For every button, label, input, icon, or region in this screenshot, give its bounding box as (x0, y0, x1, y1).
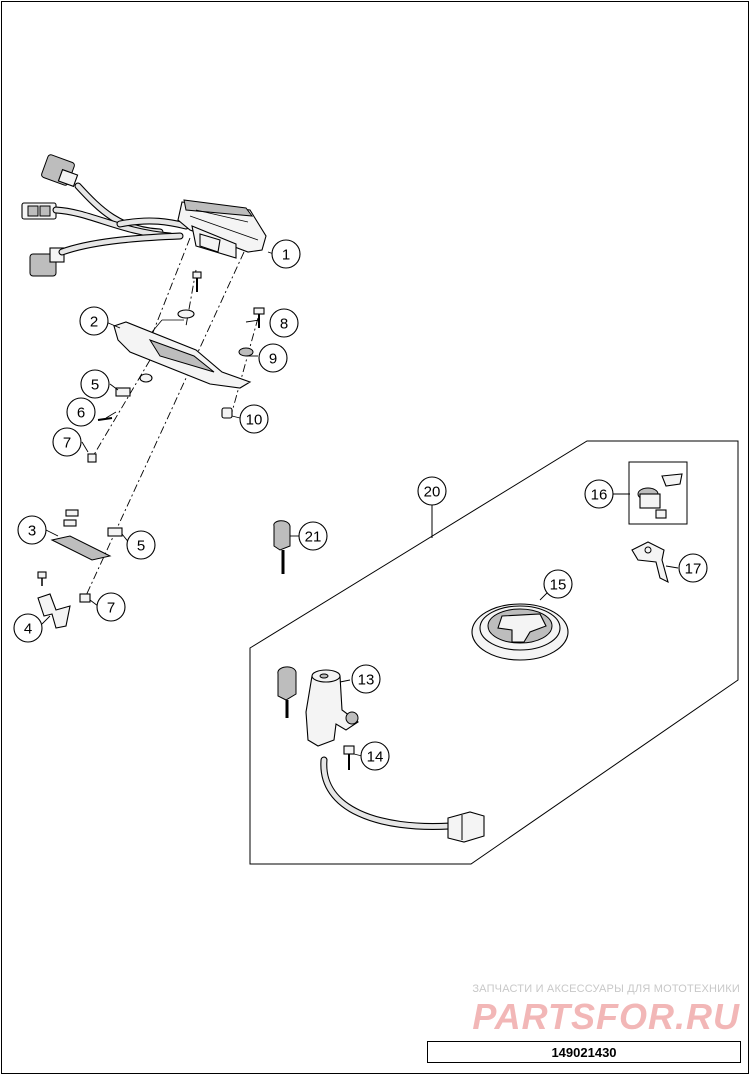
callout-label: 21 (305, 529, 322, 546)
screw-8 (253, 307, 265, 328)
callout-circle (417, 476, 447, 506)
ignition-switch-13 (277, 666, 485, 843)
callout-17: 17 (678, 553, 708, 583)
screw-14 (343, 745, 355, 770)
callout-circle (360, 741, 390, 771)
callout-1: 1 (271, 239, 301, 269)
callout-label: 2 (90, 314, 98, 331)
callout-15: 15 (543, 569, 573, 599)
callout-label: 5 (137, 538, 145, 555)
callout-label: 16 (591, 487, 608, 504)
callout-label: 4 (24, 621, 32, 638)
callout-circle (66, 397, 96, 427)
callout-circle (584, 479, 614, 509)
callout-label: 17 (685, 561, 702, 578)
callout-20: 20 (417, 476, 447, 506)
callout-circle (678, 553, 708, 583)
callout-8: 8 (269, 308, 299, 338)
callout-label: 1 (282, 247, 290, 264)
washer-6 (97, 417, 113, 421)
callout-label: 13 (358, 672, 375, 689)
lock-insert-16 (628, 461, 688, 525)
washer-9 (238, 347, 254, 357)
mounting-plate-3 (50, 509, 112, 561)
callout-circle (80, 369, 110, 399)
callout-14: 14 (360, 741, 390, 771)
callout-circle (258, 343, 288, 373)
callout-circle (13, 613, 43, 643)
callout-label: 5 (91, 377, 99, 394)
callout-3: 3 (17, 515, 47, 545)
screw-7-upper (87, 453, 97, 463)
grommet-10 (221, 407, 233, 419)
callout-circle (298, 521, 328, 551)
callout-7: 7 (96, 592, 126, 622)
spacer-5-lower (107, 527, 123, 537)
callout-label: 7 (107, 600, 115, 617)
callout-5: 5 (126, 530, 156, 560)
screw-upper (192, 271, 202, 292)
callout-13: 13 (351, 664, 381, 694)
callout-circle (239, 404, 269, 434)
watermark-brand: PARTSFOR.RU (472, 996, 740, 1037)
callout-21: 21 (298, 521, 328, 551)
clip-17 (631, 541, 669, 584)
spacer-5-upper (115, 387, 131, 397)
callout-circle (126, 530, 156, 560)
diagram-id-box: 149021430 (427, 1041, 741, 1063)
diagram-id: 149021430 (551, 1044, 617, 1060)
ignition-kit-outline (249, 440, 739, 865)
fuel-cap-15 (471, 603, 569, 661)
callout-5: 5 (80, 369, 110, 399)
callout-label: 20 (424, 484, 441, 501)
callout-circle (17, 515, 47, 545)
callout-label: 3 (28, 523, 36, 540)
callout-label: 10 (246, 412, 263, 429)
callout-10: 10 (239, 404, 269, 434)
callout-label: 8 (280, 316, 288, 333)
key-21 (273, 520, 291, 574)
instrument-cluster (21, 154, 267, 277)
callout-2: 2 (79, 306, 109, 336)
callout-16: 16 (584, 479, 614, 509)
callout-7: 7 (52, 427, 82, 457)
callout-circle (96, 592, 126, 622)
screw-7-lower (79, 593, 91, 603)
callout-circle (351, 664, 381, 694)
callout-label: 14 (367, 749, 384, 766)
callout-label: 7 (63, 435, 71, 452)
instrument-bracket (113, 319, 252, 389)
callout-circle (543, 569, 573, 599)
callout-circle (269, 308, 299, 338)
callout-label: 9 (269, 351, 277, 368)
callout-label: 15 (550, 577, 567, 594)
callout-circle (79, 306, 109, 336)
bracket-4 (37, 593, 71, 629)
harness-connector-middle (21, 202, 57, 220)
callout-4: 4 (13, 613, 43, 643)
callout-label: 6 (77, 405, 85, 422)
callout-circle (52, 427, 82, 457)
harness-connector-top (41, 154, 79, 188)
callout-6: 6 (66, 397, 96, 427)
grommet-upper (177, 309, 195, 319)
watermark-tagline: ЗАПЧАСТИ И АКСЕССУАРЫ ДЛЯ МОТОТЕХНИКИ (472, 983, 740, 995)
callout-9: 9 (258, 343, 288, 373)
screw-4 (37, 571, 47, 586)
callout-circle (271, 239, 301, 269)
